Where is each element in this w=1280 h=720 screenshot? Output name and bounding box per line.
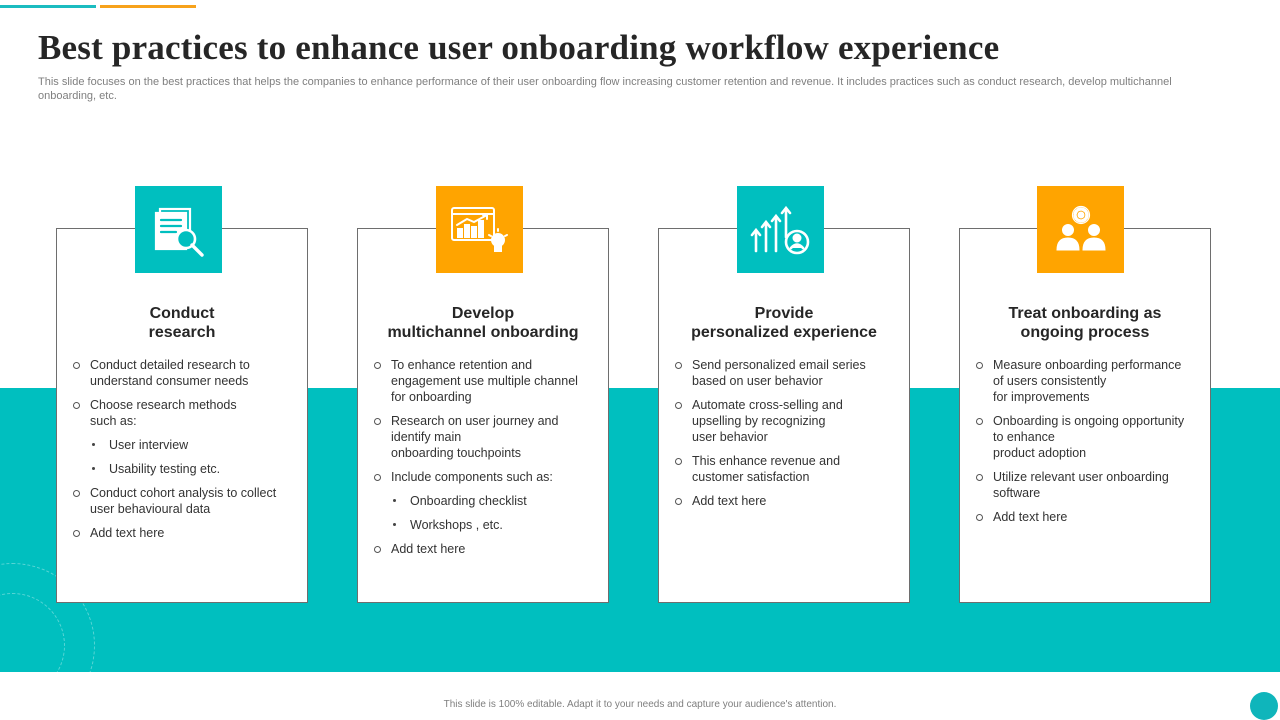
practice-card-conduct-research: Conduct research Conduct detailed resear…: [56, 228, 308, 603]
growth-arrows-user-icon: [737, 186, 824, 273]
bullet-item: Choose research methods such as:: [71, 397, 295, 429]
sub-bullet-item: Workshops , etc.: [372, 517, 596, 533]
card-bullet-list: Measure onboarding performance of users …: [974, 357, 1198, 533]
card-title-line: Develop: [451, 305, 515, 322]
practice-card-ongoing-process: Treat onboarding as ongoing process Meas…: [959, 228, 1211, 603]
bullet-item: Add text here: [974, 509, 1198, 525]
bullet-item: Onboarding is ongoing opportunity to enh…: [974, 413, 1198, 461]
bullet-item: Conduct cohort analysis to collect user …: [71, 485, 295, 517]
card-bullet-list: Conduct detailed research to understand …: [71, 357, 295, 549]
bullet-item: Add text here: [71, 525, 295, 541]
bullet-item: Measure onboarding performance of users …: [974, 357, 1198, 405]
practice-card-multichannel-onboarding: Develop multichannel onboarding To enhan…: [357, 228, 609, 603]
bullet-item: Add text here: [673, 493, 897, 509]
bullet-item: Add text here: [372, 541, 596, 557]
bullet-item: This enhance revenue and customer satisf…: [673, 453, 897, 485]
practice-card-personalized-experience: Provide personalized experience Send per…: [658, 228, 910, 603]
card-title-line: research: [148, 324, 216, 341]
sub-bullet-item: Onboarding checklist: [372, 493, 596, 509]
bullet-item: Conduct detailed research to understand …: [71, 357, 295, 389]
accent-line-teal: [0, 5, 96, 8]
card-title-line: Provide: [754, 305, 814, 322]
card-title-line: Conduct: [149, 305, 215, 322]
bullet-item: Automate cross-selling and upselling by …: [673, 397, 897, 445]
team-gear-icon: [1037, 186, 1124, 273]
document-search-icon: [135, 186, 222, 273]
footer-note: This slide is 100% editable. Adapt it to…: [443, 699, 837, 710]
sub-bullet-item: Usability testing etc.: [71, 461, 295, 477]
card-title: Develop multichannel onboarding: [358, 304, 608, 342]
growth-chart-bulb-icon: [436, 186, 523, 273]
card-title: Provide personalized experience: [659, 304, 909, 342]
sub-bullet-item: User interview: [71, 437, 295, 453]
accent-line-orange: [100, 5, 196, 8]
bullet-item: Utilize relevant user onboarding softwar…: [974, 469, 1198, 501]
bullet-item: To enhance retention and engagement use …: [372, 357, 596, 405]
card-title: Treat onboarding as ongoing process: [960, 304, 1210, 342]
card-bullet-list: To enhance retention and engagement use …: [372, 357, 596, 565]
slide-title: Best practices to enhance user onboardin…: [38, 28, 1000, 67]
slide-subtitle: This slide focuses on the best practices…: [38, 76, 1172, 102]
card-title-line: Treat onboarding as: [1008, 305, 1162, 322]
card-title-line: multichannel onboarding: [387, 324, 579, 341]
bullet-item: Include components such as:: [372, 469, 596, 485]
bullet-item: Send personalized email series based on …: [673, 357, 897, 389]
card-title: Conduct research: [57, 304, 307, 342]
card-title-line: ongoing process: [1020, 324, 1150, 341]
corner-circle-decoration: [1250, 692, 1278, 720]
card-bullet-list: Send personalized email series based on …: [673, 357, 897, 517]
bullet-item: Research on user journey and identify ma…: [372, 413, 596, 461]
card-title-line: personalized experience: [691, 324, 877, 341]
